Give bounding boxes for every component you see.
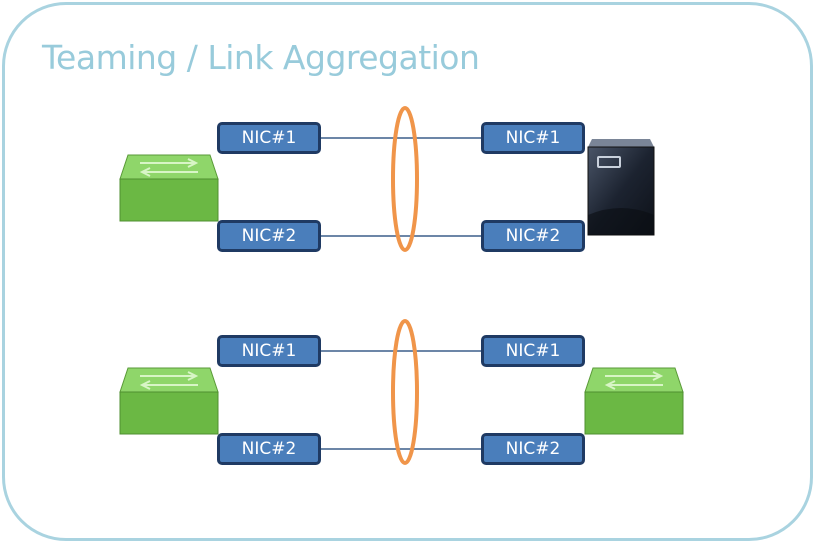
diagram-title: Teaming / Link Aggregation bbox=[42, 38, 480, 77]
server-icon bbox=[587, 139, 655, 236]
nic-label: NIC#2 bbox=[217, 220, 321, 252]
switch-icon bbox=[584, 367, 684, 435]
switch-icon bbox=[119, 154, 219, 222]
nic-label: NIC#2 bbox=[217, 433, 321, 465]
nic-label: NIC#2 bbox=[481, 220, 585, 252]
nic-label: NIC#1 bbox=[481, 335, 585, 367]
aggregation-ring bbox=[391, 106, 419, 252]
aggregation-ring bbox=[391, 319, 419, 465]
nic-label: NIC#1 bbox=[481, 122, 585, 154]
nic-label: NIC#1 bbox=[217, 335, 321, 367]
nic-label: NIC#1 bbox=[217, 122, 321, 154]
switch-icon bbox=[119, 367, 219, 435]
diagram-frame bbox=[2, 2, 813, 541]
nic-label: NIC#2 bbox=[481, 433, 585, 465]
